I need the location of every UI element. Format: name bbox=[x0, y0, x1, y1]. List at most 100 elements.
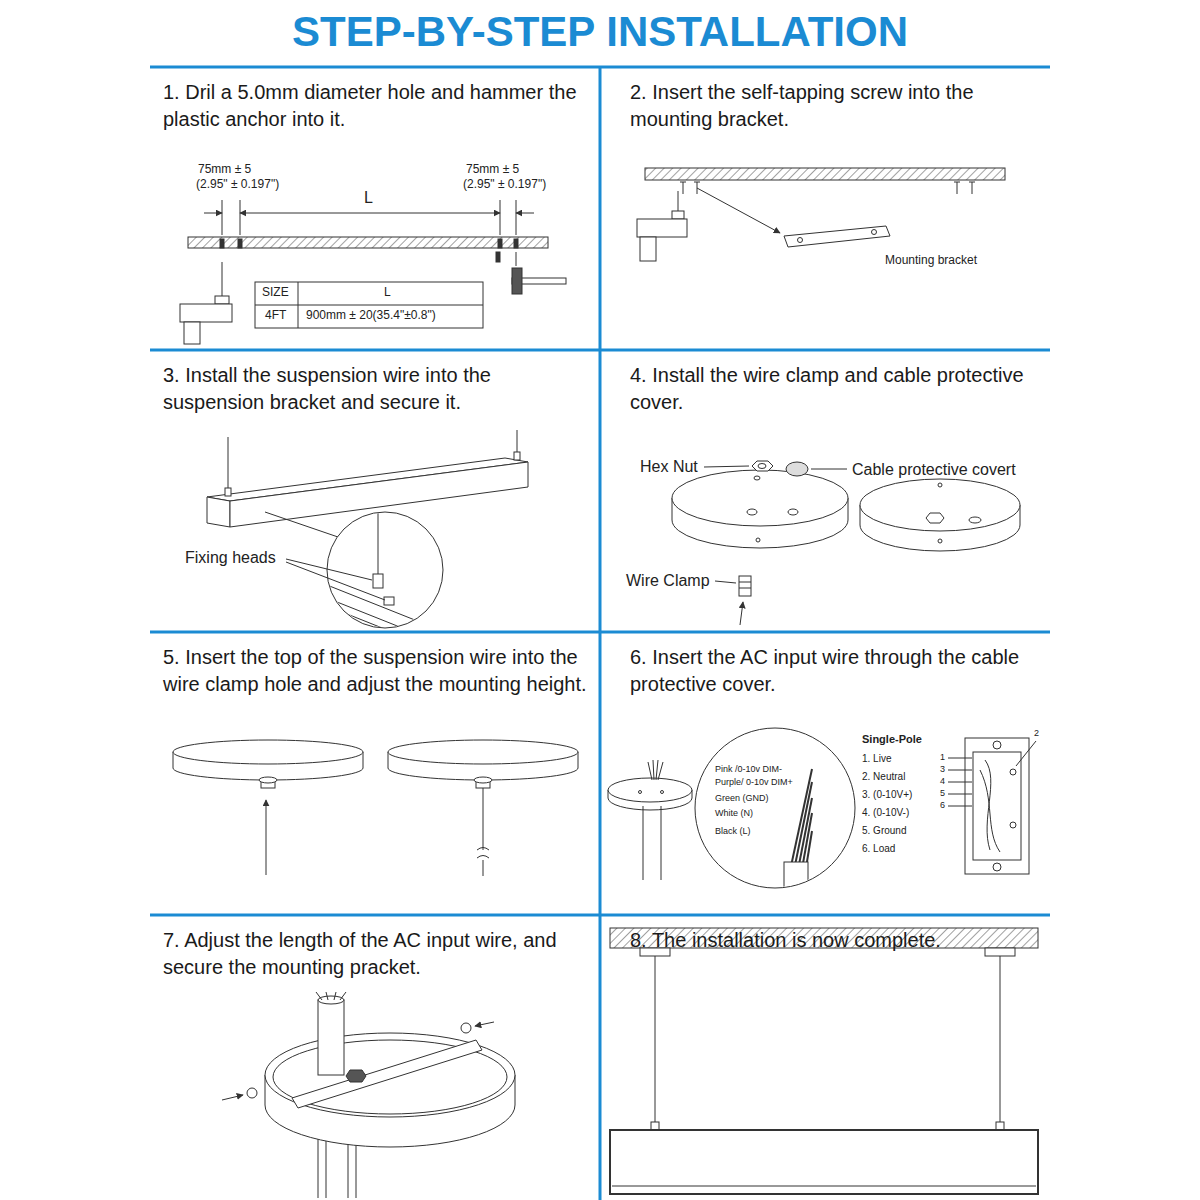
suspension-figure bbox=[228, 437, 229, 496]
canopy-parts-figure bbox=[758, 464, 766, 469]
magnified-detail bbox=[384, 597, 394, 605]
canopy-parts-figure bbox=[938, 539, 942, 543]
drill-icon bbox=[180, 262, 232, 344]
part-label: Wire Clamp bbox=[626, 572, 710, 590]
canopy-parts-figure bbox=[938, 483, 942, 487]
drill-dimension-figure bbox=[240, 213, 500, 214]
bracket-screw-figure bbox=[784, 226, 890, 247]
bracket-screw-figure bbox=[645, 168, 1005, 180]
drill-dimension-figure bbox=[500, 200, 501, 235]
drill-dimension-figure bbox=[255, 282, 483, 328]
wiring-figure bbox=[965, 738, 1029, 874]
canopy-parts-figure bbox=[788, 509, 798, 515]
wiring-figure bbox=[653, 760, 654, 780]
wiring-figure bbox=[993, 863, 1001, 871]
canopy-mounting-figure bbox=[340, 992, 346, 1000]
canopy-mounting-figure bbox=[461, 1023, 471, 1033]
step-panel: 8. The installation is now complete. bbox=[600, 915, 1050, 1200]
bracket-screw-figure bbox=[972, 182, 973, 194]
canopy-mounting-figure bbox=[247, 1088, 257, 1098]
callout-number: 6 bbox=[940, 800, 945, 810]
bracket-screw-figure bbox=[954, 182, 960, 183]
step-panel: 5. Insert the top of the suspension wire… bbox=[150, 632, 600, 915]
height-adjust-figure bbox=[388, 740, 578, 764]
drill-dimension-figure bbox=[238, 239, 242, 248]
complete-figure bbox=[612, 1186, 1036, 1187]
drill-dimension-figure bbox=[496, 252, 500, 262]
bracket-screw-figure bbox=[694, 182, 700, 183]
drill-icon bbox=[215, 296, 229, 304]
height-adjust-figure bbox=[266, 800, 267, 875]
panel-grid bbox=[150, 631, 1050, 634]
drill-dimension-figure bbox=[255, 305, 483, 306]
magnified-detail bbox=[327, 598, 445, 645]
wiring-figure bbox=[948, 782, 972, 783]
wiring-figure bbox=[985, 760, 991, 850]
bracket-screw-figure bbox=[798, 238, 803, 243]
callout-number: 5 bbox=[940, 788, 945, 798]
magnified-detail bbox=[327, 606, 445, 653]
wiring-figure bbox=[648, 762, 652, 780]
panel-grid bbox=[150, 349, 1050, 352]
complete-figure bbox=[1000, 956, 1001, 1124]
callout-number: 1 bbox=[940, 752, 945, 762]
height-adjust-figure bbox=[173, 740, 578, 876]
step-instruction: 4. Install the wire clamp and cable prot… bbox=[630, 362, 1040, 416]
part-label: Hex Nut bbox=[640, 458, 698, 476]
drill-dimension-figure bbox=[240, 200, 241, 235]
step-panel: 2. Insert the self-tapping screw into th… bbox=[600, 67, 1050, 350]
dimension-label: (2.95" ± 0.197") bbox=[463, 178, 546, 192]
wiring-figure bbox=[661, 791, 664, 794]
bracket-screw-figure bbox=[969, 182, 975, 183]
step-panel: 1. Dril a 5.0mm diameter hole and hammer… bbox=[150, 67, 600, 350]
canopy-mounting-figure bbox=[222, 1095, 243, 1100]
step-instruction: 6. Insert the AC input wire through the … bbox=[630, 644, 1040, 698]
wire-label: Green (GND) bbox=[715, 793, 769, 803]
suspension-figure bbox=[286, 562, 385, 600]
step-instruction: 1. Dril a 5.0mm diameter hole and hammer… bbox=[163, 79, 590, 133]
wiring-figure bbox=[608, 728, 1036, 892]
magnified-detail bbox=[327, 512, 445, 653]
wire-bundle bbox=[784, 769, 812, 892]
step-instruction: 5. Insert the top of the suspension wire… bbox=[163, 644, 590, 698]
canopy-parts-figure bbox=[672, 461, 1020, 625]
panel-grid bbox=[150, 914, 1050, 917]
complete-figure bbox=[610, 1130, 1038, 1194]
dimension-label: 75mm ± 5 bbox=[198, 163, 251, 177]
wiring-figure bbox=[608, 778, 692, 802]
part-label: Fixing heads bbox=[185, 549, 276, 567]
step-panel: 6. Insert the AC input wire through the … bbox=[600, 632, 1050, 915]
drill-dimension-figure bbox=[188, 237, 548, 248]
complete-figure bbox=[651, 1122, 659, 1130]
canopy-parts-figure bbox=[926, 513, 944, 523]
wiring-figure bbox=[1010, 822, 1016, 828]
drill-icon bbox=[184, 322, 200, 344]
drill-dimension-figure bbox=[298, 282, 299, 328]
wiring-figure bbox=[639, 791, 642, 794]
page-title: STEP-BY-STEP INSTALLATION bbox=[0, 8, 1200, 56]
canopy-parts-figure bbox=[704, 466, 749, 467]
drill-dimension-figure bbox=[516, 252, 517, 266]
suspension-figure bbox=[207, 497, 230, 527]
wiring-figure bbox=[658, 762, 663, 780]
drill-dimension-figure bbox=[512, 268, 522, 294]
canopy-parts-figure bbox=[715, 581, 736, 583]
step-panel: 3. Install the suspension wire into the … bbox=[150, 350, 600, 632]
wiring-figure bbox=[1016, 741, 1036, 766]
canopy-parts-figure bbox=[756, 538, 760, 542]
drill-icon bbox=[637, 219, 687, 237]
suspension-figure bbox=[225, 488, 231, 496]
canopy-mounting-figure bbox=[334, 992, 336, 1000]
bracket-screw-figure bbox=[957, 182, 958, 194]
drill-dimension-figure bbox=[498, 239, 502, 248]
step-instruction: 2. Insert the self-tapping screw into th… bbox=[630, 79, 1040, 133]
table-cell: SIZE bbox=[262, 286, 289, 300]
complete-figure bbox=[996, 1122, 1004, 1130]
canopy-mounting-figure bbox=[475, 1022, 494, 1026]
canopy-mounting-figure bbox=[265, 1033, 515, 1117]
callout-number: 4 bbox=[940, 776, 945, 786]
complete-figure bbox=[985, 948, 1015, 956]
canopy-parts-figure bbox=[969, 517, 981, 523]
height-adjust-figure bbox=[477, 848, 489, 859]
terminal-name: 6. Load bbox=[862, 843, 895, 855]
